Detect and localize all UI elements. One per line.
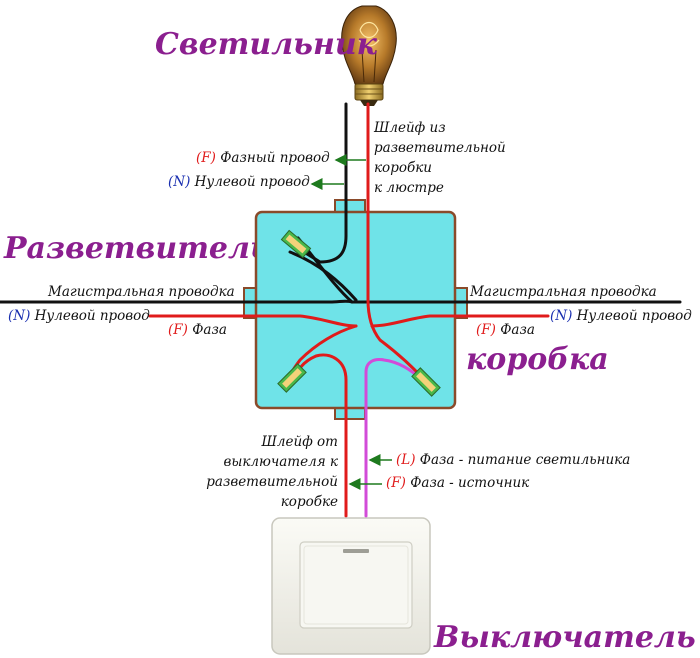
label-mains-right: Магистральная проводка <box>469 284 657 300</box>
label-mains-left: Магистральная проводка <box>47 284 235 300</box>
neutral-lamp-wire <box>302 102 348 264</box>
label-neutral-wire: (N) Нулевой провод <box>168 174 310 190</box>
phase-left-wire <box>148 314 358 328</box>
svg-text:(N) Нулевой провод: (N) Нулевой провод <box>168 174 310 190</box>
svg-text:(L) Фаза - питание светильника: (L) Фаза - питание светильника <box>396 452 630 468</box>
label-phase-left: (F) Фаза <box>168 322 227 338</box>
neutral-mains-wire <box>0 299 682 304</box>
svg-text:(N) Нулевой провод: (N) Нулевой провод <box>550 308 692 324</box>
wire-connector-icon <box>280 229 312 259</box>
svg-text:(F) Фаза - источник: (F) Фаза - источник <box>386 475 530 491</box>
title-box-line2: коробка <box>466 342 609 377</box>
svg-text:разветвительной: разветвительной <box>206 474 338 490</box>
label-phase-source: (F) Фаза - источник <box>386 475 530 491</box>
switched-phase-wire <box>364 358 426 518</box>
svg-text:Шлейф из: Шлейф из <box>373 120 446 136</box>
svg-text:коробки: коробки <box>374 160 432 176</box>
svg-text:(F) Фазный провод: (F) Фазный провод <box>196 150 330 166</box>
label-phase-wire: (F) Фазный провод <box>196 150 330 166</box>
label-loop-to-lamp: Шлейф из разветвительной коробки к люстр… <box>373 120 506 196</box>
svg-text:(F) Фаза: (F) Фаза <box>476 322 535 338</box>
wire-connector-icon <box>411 367 441 397</box>
wire-connector-icon <box>277 363 307 393</box>
svg-text:коробке: коробке <box>281 494 338 510</box>
title-lamp: Светильник <box>155 27 378 62</box>
label-phase-right: (F) Фаза <box>476 322 535 338</box>
wall-switch-icon <box>271 517 431 655</box>
svg-text:выключателя к: выключателя к <box>223 454 338 470</box>
svg-text:(N) Нулевой провод: (N) Нулевой провод <box>8 308 150 324</box>
phase-right-wire <box>370 314 550 328</box>
label-loop-from-switch: Шлейф от выключателя к разветвительной к… <box>206 434 339 510</box>
svg-text:Шлейф от: Шлейф от <box>261 434 338 450</box>
light-bulb-icon <box>341 5 397 106</box>
wires <box>0 102 682 518</box>
svg-text:к люстре: к люстре <box>374 180 444 196</box>
svg-text:разветвительной: разветвительной <box>374 140 506 156</box>
label-neutral-right: (N) Нулевой провод <box>550 308 692 324</box>
title-switch: Выключатель <box>433 620 696 655</box>
label-phase-lamp-supply: (L) Фаза - питание светильника <box>396 452 630 468</box>
phase-lamp-wire <box>366 102 430 386</box>
svg-text:(F) Фаза: (F) Фаза <box>168 322 227 338</box>
label-neutral-left: (N) Нулевой провод <box>8 308 150 324</box>
